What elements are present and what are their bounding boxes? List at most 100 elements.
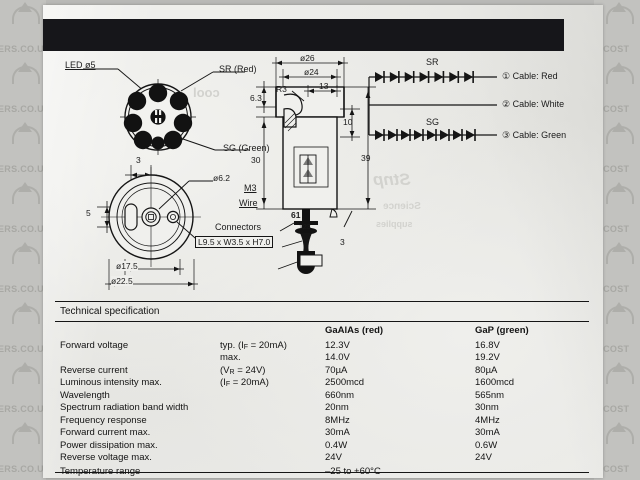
- dim-bolt-offset: 3: [136, 155, 141, 165]
- watermark-text: ERS.CO.UK: [0, 164, 46, 174]
- watermark-text: ERS.CO.UK: [0, 224, 46, 234]
- watermark-text: ERS.CO.UK: [0, 404, 46, 414]
- spec-row: Spectrum radiation band width 20nm 30nm: [60, 402, 585, 415]
- spec-value-green: 16.8V: [475, 339, 500, 351]
- watermark-tile: LOCOST: [594, 360, 640, 420]
- spec-value-green: 4MHz: [475, 414, 500, 426]
- dim-lens-height: 6.3: [250, 93, 262, 103]
- dim-bolt-circle: ø17.5: [116, 261, 138, 271]
- cable-number: ③: [502, 130, 511, 140]
- spec-condition: [220, 427, 325, 440]
- arch-bridge-logo-icon: [606, 422, 634, 444]
- spec-value-temperature: –25 to +60°C: [325, 465, 381, 477]
- watermark-text: LOCOST: [594, 404, 630, 414]
- watermark-tile: LOCOST: [594, 180, 640, 240]
- spec-param: Forward voltage: [60, 339, 129, 351]
- dim-radius: R3: [276, 84, 287, 94]
- spec-value-green: 30nm: [475, 402, 499, 413]
- base-view-drawing: [97, 165, 225, 290]
- spec-condition: (IF = 20mA): [220, 377, 269, 388]
- spec-param: Wavelength: [60, 389, 110, 401]
- cable-number: ②: [502, 99, 511, 109]
- spec-header-param: [60, 325, 220, 341]
- spec-value-red: 660nm: [325, 389, 355, 401]
- spec-param: Spectrum radiation band width: [60, 402, 189, 413]
- spec-condition: [220, 391, 325, 403]
- dim-thread-code: 61: [291, 210, 301, 220]
- dim-body-height: 30: [251, 155, 261, 165]
- led-callout-red: SR (Red): [219, 64, 257, 74]
- cable-3: ③ Cable: Green: [502, 130, 566, 141]
- spec-title: Technical specification: [60, 306, 160, 317]
- watermark-text: LOCOST: [594, 284, 630, 294]
- label-thread: M3: [244, 183, 257, 193]
- spec-condition: [220, 440, 325, 453]
- watermark-tile: ERS.CO.UK: [0, 180, 46, 240]
- arch-bridge-logo-icon: [606, 62, 634, 84]
- connector-size: L9.5 x W3.5 x H7.0: [195, 236, 274, 248]
- watermark-tile: LOCOST: [594, 60, 640, 120]
- circuit-label-sg: SG: [426, 117, 440, 127]
- spec-row: Luminous intensity max.(IF = 20mA)2500mc…: [60, 377, 585, 391]
- spec-value-green: 30mA: [475, 427, 500, 438]
- dim-center-hole: ø6.2: [213, 173, 231, 183]
- spec-value-red: 20nm: [325, 402, 349, 413]
- watermark-text: ERS.CO.UK: [0, 344, 46, 354]
- circuit-label-sr: SR: [426, 57, 439, 67]
- spec-header-cond: [220, 325, 325, 341]
- dim-outer-flange: ø26: [300, 53, 315, 63]
- arch-bridge-logo-icon: [606, 362, 634, 384]
- spec-condition: (VR = 24V): [220, 364, 266, 376]
- led-callout-green: SG (Green): [223, 143, 270, 153]
- spec-header-green: GaP (green): [475, 325, 529, 336]
- spec-param: Power dissipation max.: [60, 439, 158, 451]
- spec-value-green: 0.6W: [475, 439, 498, 451]
- watermark-tile: ERS.CO.UK: [0, 60, 46, 120]
- arch-bridge-logo-icon: [12, 302, 40, 324]
- arch-bridge-logo-icon: [12, 2, 40, 24]
- arch-bridge-logo-icon: [606, 302, 634, 324]
- label-connectors: Connectors: [215, 222, 262, 232]
- spec-divider: [55, 321, 589, 322]
- spec-value-red: 24V: [325, 452, 342, 463]
- cable-2: ② Cable: White: [502, 99, 564, 110]
- spec-condition: [220, 465, 325, 479]
- led-face-title: LED ø5: [65, 60, 96, 70]
- spec-header-row: GaAlAs (red) GaP (green): [60, 325, 585, 341]
- watermark-tile: ERS.CO.UK: [0, 420, 46, 480]
- watermark-tile: ERS.CO.UK: [0, 240, 46, 300]
- watermark-tile: LOCOST: [594, 120, 640, 180]
- spec-value-green: 565nm: [475, 389, 505, 401]
- spec-param: Forward current max.: [60, 427, 151, 438]
- arch-bridge-logo-icon: [606, 122, 634, 144]
- spec-row: Wavelength 660nm 565nm: [60, 389, 585, 403]
- arch-bridge-logo-icon: [12, 122, 40, 144]
- dim-slot: 5: [86, 208, 91, 218]
- arch-bridge-logo-icon: [12, 362, 40, 384]
- watermark-tile: LOCOST: [594, 240, 640, 300]
- spec-param: Reverse voltage max.: [60, 452, 152, 463]
- spec-value-red: 70µA: [325, 364, 348, 376]
- dim-outer: ø22.5: [111, 276, 133, 286]
- spec-value-red: 2500mcd: [325, 377, 365, 388]
- watermark-text: LOCOST: [594, 164, 630, 174]
- watermark-text: LOCOST: [594, 104, 630, 114]
- dim-body: ø24: [304, 67, 319, 77]
- spec-header-red: GaAlAs (red): [325, 325, 384, 336]
- watermark-text: LOCOST: [594, 344, 630, 354]
- redaction-bar: [43, 19, 564, 51]
- watermark-tile: ERS.CO.UK: [0, 360, 46, 420]
- spec-row-temperature: Temperature range –25 to +60°C: [60, 465, 585, 479]
- watermark-tile: LOCOST: [594, 300, 640, 360]
- label-wire: Wire: [239, 198, 258, 208]
- dim-total-height: 39: [361, 153, 371, 163]
- spec-param: Temperature range: [60, 465, 141, 477]
